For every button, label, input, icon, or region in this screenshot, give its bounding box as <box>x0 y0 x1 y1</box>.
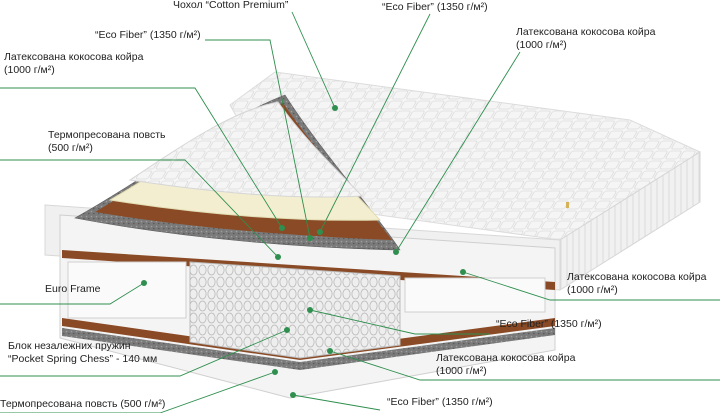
leader-springs <box>0 329 288 377</box>
euro-frame-foam-right <box>404 277 546 313</box>
label-euro-frame: Euro Frame <box>45 283 100 296</box>
dot-eco-top-left <box>307 235 313 241</box>
leader-euro-frame <box>0 282 145 305</box>
leader-coir-right-mid <box>462 271 720 301</box>
leader-eco-bottom <box>292 394 381 411</box>
label-felt-top-line1: Термопресована повсть <box>48 129 166 141</box>
felt-layer-bottom <box>62 328 555 370</box>
label-cover: Чохол “Cotton Premium” <box>173 0 288 12</box>
label-felt-top-line2: (500 г/м²) <box>48 142 93 154</box>
label-felt-top: Термопресована повсть (500 г/м²) <box>48 129 166 155</box>
leader-eco-right-mid <box>309 309 490 335</box>
label-coir-top-right: Латексована кокосова койра (1000 г/м²) <box>516 26 655 52</box>
dot-felt-top <box>275 254 281 260</box>
label-coir-top-right-line2: (1000 г/м²) <box>516 39 567 51</box>
mattress-tag <box>566 202 569 208</box>
label-felt-bottom-line1: Термопресована повсть (500 г/м²) <box>0 398 166 410</box>
label-coir-right-low: Латексована кокосова койра (1000 г/м²) <box>436 352 575 378</box>
dot-felt-bottom <box>272 369 278 375</box>
label-springs: Блок незалежних пружин “Pocket Spring Ch… <box>8 340 157 366</box>
leader-eco-top-right <box>319 13 431 233</box>
euro-frame-foam <box>67 261 187 319</box>
dot-springs <box>284 327 290 333</box>
label-eco-right-mid-line1: “Eco Fiber” (1350 г/м²) <box>496 318 602 330</box>
label-eco-top-left: “Eco Fiber” (1350 г/м²) <box>95 29 201 42</box>
label-eco-bottom: “Eco Fiber” (1350 г/м²) <box>387 396 493 409</box>
pocket-springs-block <box>189 261 401 359</box>
leader-dots <box>141 105 466 398</box>
label-euro-frame-line1: Euro Frame <box>45 283 101 295</box>
dot-coir-top-left <box>279 225 285 231</box>
label-felt-bottom: Термопресована повсть (500 г/м²) <box>0 398 165 411</box>
dot-eco-top-right <box>317 229 323 235</box>
label-coir-right-mid-line1: Латексована кокосова койра <box>567 271 707 283</box>
label-coir-top-left-line1: Латексована кокосова койра <box>4 51 144 63</box>
label-coir-top-left: Латексована кокосова койра (1000 г/м²) <box>4 51 143 77</box>
leader-coir-top-left <box>0 87 283 229</box>
leader-coir-right-low <box>329 350 720 381</box>
label-eco-top-right-line1: “Eco Fiber” (1350 г/м²) <box>382 1 488 13</box>
label-coir-top-left-line2: (1000 г/м²) <box>4 64 55 76</box>
label-eco-top-right: “Eco Fiber” (1350 г/м²) <box>382 1 488 14</box>
label-coir-right-low-line1: Латексована кокосова койра <box>436 352 576 364</box>
peel-cover <box>128 101 364 198</box>
dot-coir-top-right <box>393 249 399 255</box>
label-springs-line2: “Pocket Spring Chess” - 140 мм <box>8 353 158 365</box>
dot-coir-right-mid <box>460 269 466 275</box>
dot-eco-right-mid <box>307 307 313 313</box>
dot-cover <box>332 105 338 111</box>
label-eco-right-mid: “Eco Fiber” (1350 г/м²) <box>496 318 602 331</box>
peeled-layers <box>74 94 401 251</box>
leader-felt-top <box>0 159 279 258</box>
dot-eco-bottom <box>290 392 296 398</box>
label-coir-right-low-line2: (1000 г/м²) <box>436 365 487 377</box>
leader-eco-top-left <box>205 39 311 239</box>
leader-cover <box>291 11 336 109</box>
label-coir-right-mid: Латексована кокосова койра (1000 г/м²) <box>567 271 706 297</box>
leader-lines <box>0 11 720 413</box>
label-eco-top-left-line1: “Eco Fiber” (1350 г/м²) <box>95 29 201 41</box>
leader-felt-bottom <box>0 371 276 413</box>
dot-euro-frame <box>141 280 147 286</box>
label-coir-top-right-line1: Латексована кокосова койра <box>516 26 656 38</box>
dot-coir-right-low <box>327 348 333 354</box>
leader-coir-top-right <box>395 51 521 253</box>
label-cover-line1: Чохол “Cotton Premium” <box>173 0 289 11</box>
label-springs-line1: Блок незалежних пружин <box>8 340 131 352</box>
label-eco-bottom-line1: “Eco Fiber” (1350 г/м²) <box>387 396 493 408</box>
label-coir-right-mid-line2: (1000 г/м²) <box>567 284 618 296</box>
